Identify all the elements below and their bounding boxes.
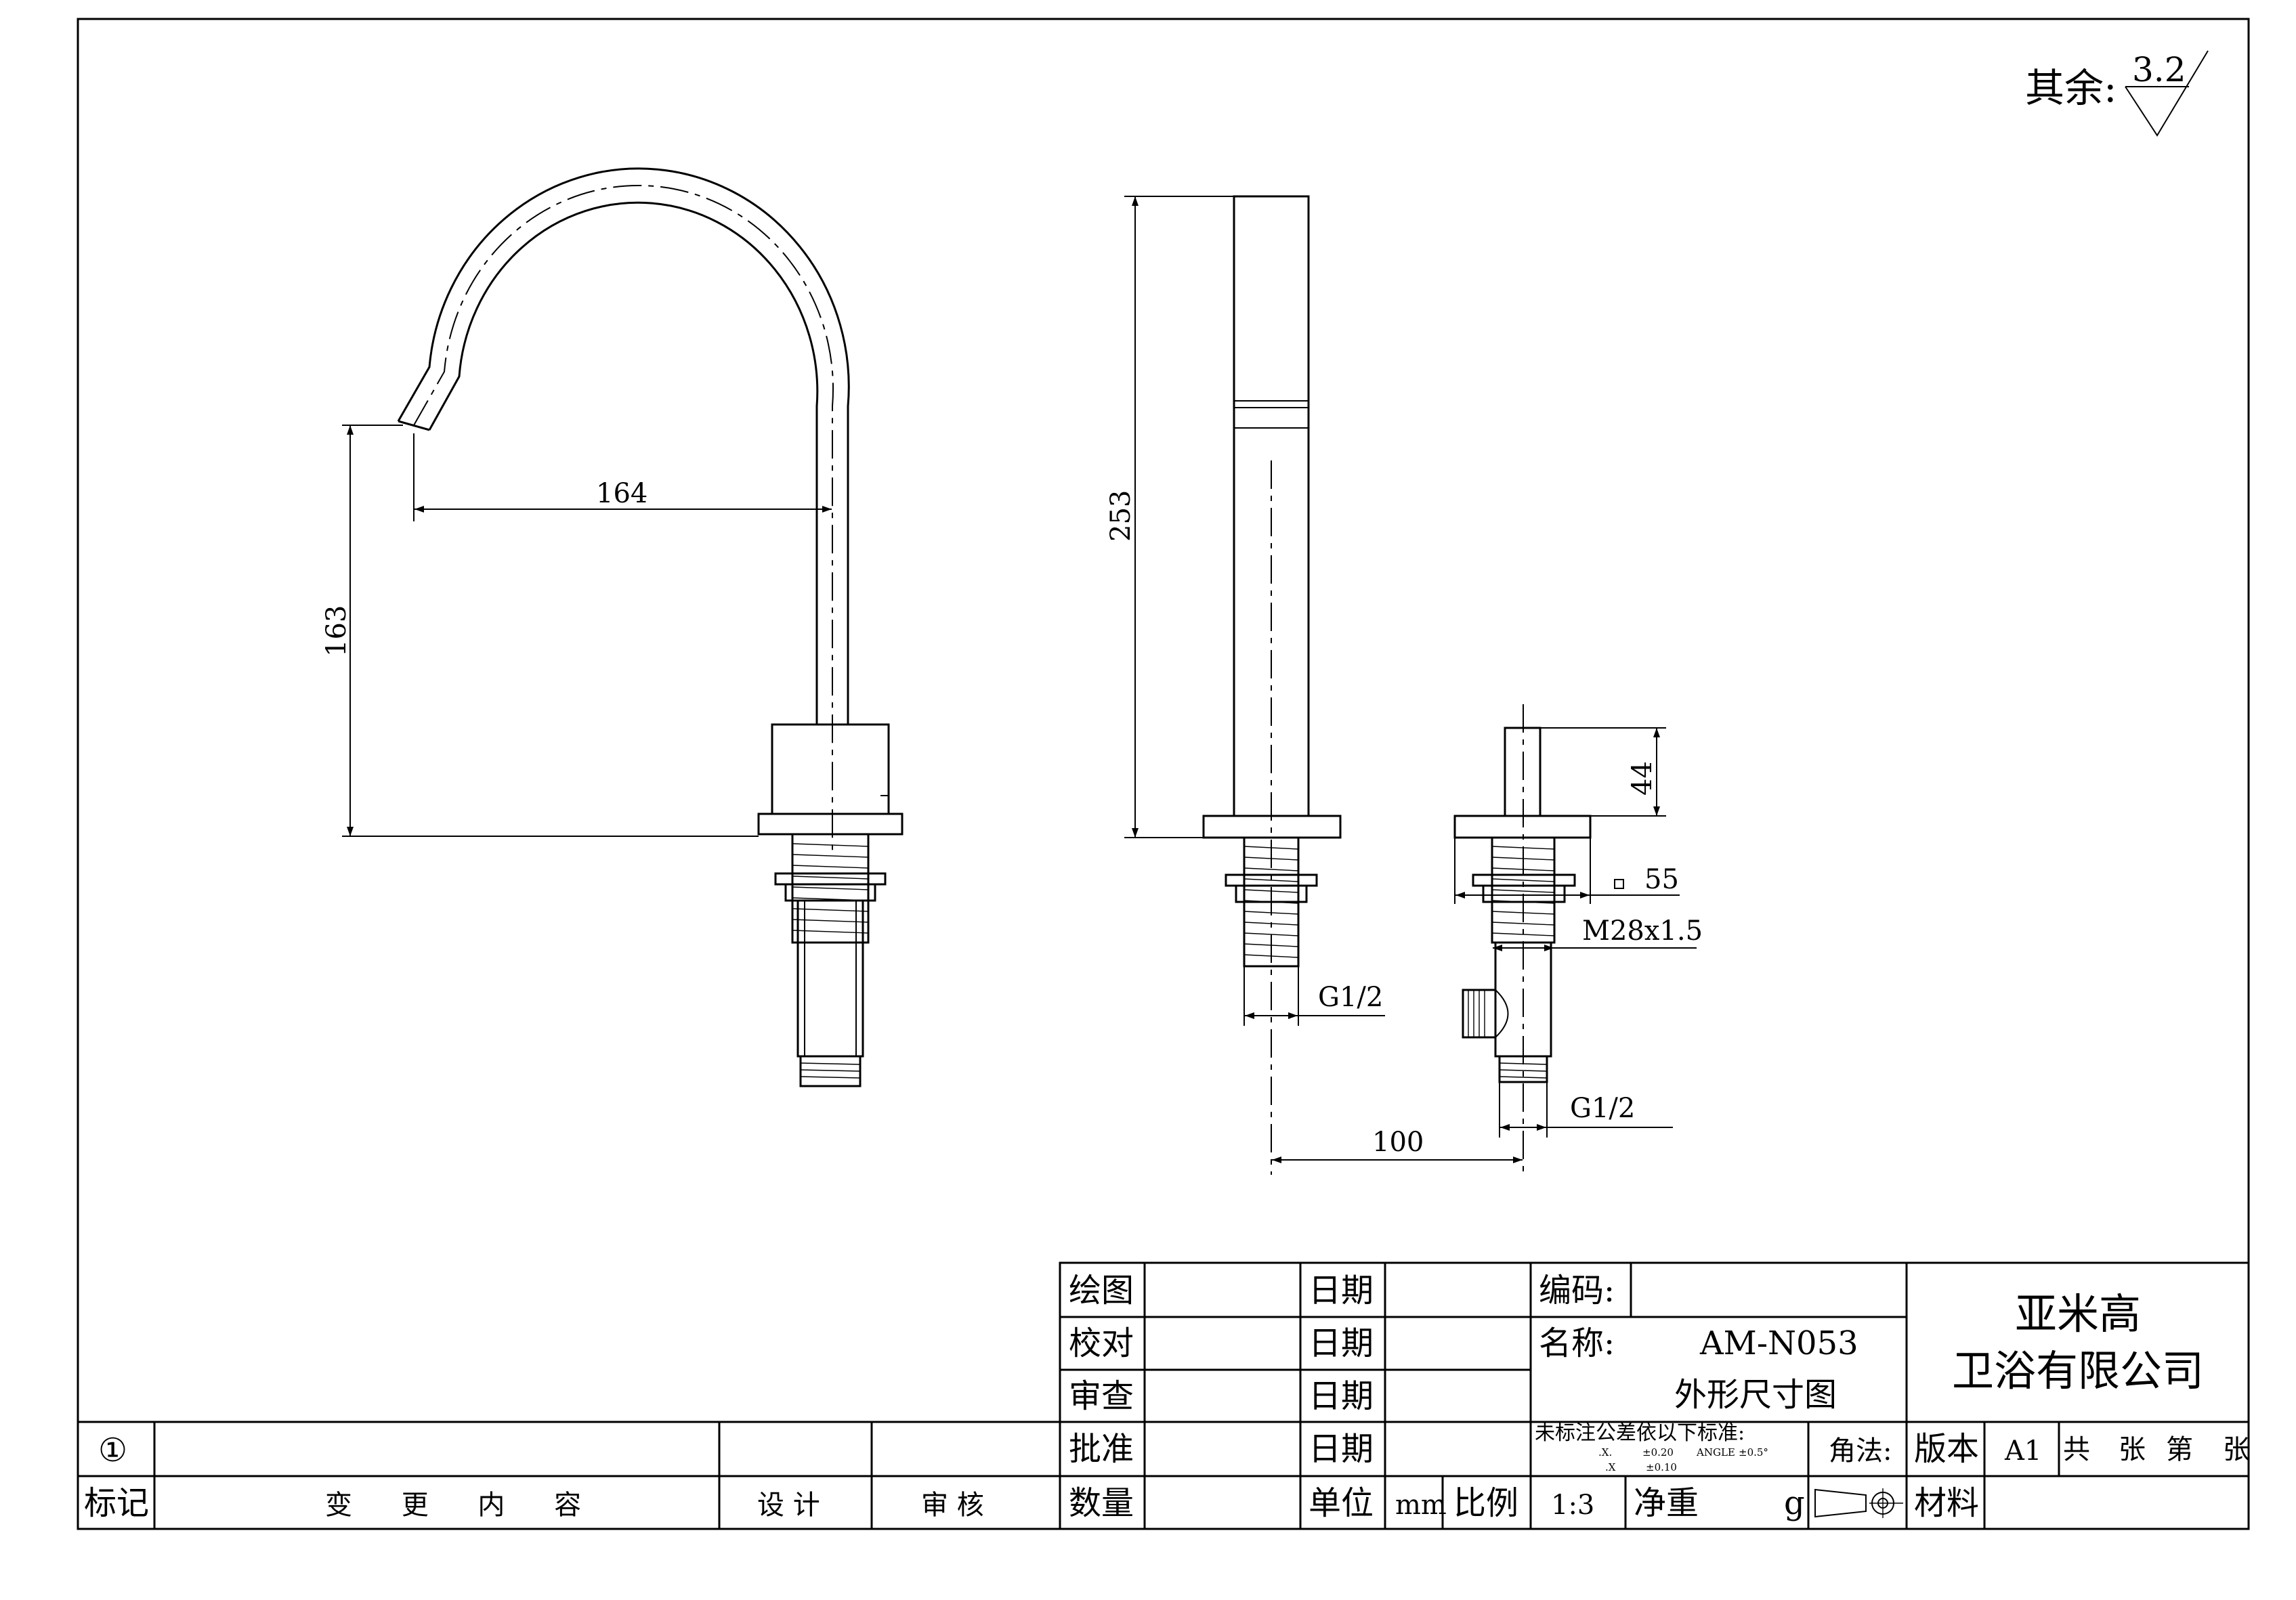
company-line2: 卫浴有限公司 [1952, 1346, 2204, 1396]
dim-handle-height: 253 [1105, 490, 1136, 542]
date-label-3: 日期 [1309, 1377, 1374, 1415]
date-label-2: 日期 [1309, 1324, 1374, 1362]
code-label: 编码: [1539, 1272, 1615, 1310]
audit-label: 审 核 [921, 1490, 984, 1521]
company-line1: 亚米高 [2015, 1289, 2141, 1339]
net-weight-unit: g [1784, 1484, 1805, 1522]
model-number: AM-N053 [1699, 1324, 1858, 1362]
check-label: 校对 [1069, 1324, 1134, 1362]
dim-center-distance: 100 [1372, 1127, 1424, 1158]
sheets-nth: 第 [2166, 1434, 2193, 1465]
dim-valve-square: 55 [1644, 864, 1679, 895]
dim-thread-valve: G1/2 [1570, 1093, 1635, 1124]
tolerance-x-value: ±0.20 [1642, 1446, 1674, 1458]
dim-valve-thread: M28x1.5 [1582, 915, 1703, 947]
tolerance-angle-value: ±0.5° [1739, 1446, 1768, 1458]
spout-faucet-view: 164 163 [321, 167, 903, 1087]
handle-view: 253 G1/2 [1105, 195, 1385, 1175]
sheets-word-1: 张 [2119, 1434, 2146, 1465]
drawing-frame [77, 18, 2250, 1530]
design-label: 设 计 [757, 1490, 820, 1521]
roughness-prefix: 其余: [2025, 65, 2117, 111]
change-content-label: 变 更 内 容 [325, 1490, 601, 1521]
sheets-word-2: 张 [2223, 1434, 2250, 1465]
date-label-4: 日期 [1309, 1430, 1374, 1468]
tolerance-xx: .X [1605, 1461, 1616, 1473]
name-label: 名称: [1539, 1324, 1615, 1362]
tolerance-xx-value: ±0.10 [1646, 1461, 1677, 1473]
sheets-total: 共 [2063, 1434, 2090, 1465]
projection-symbol [1814, 1488, 1903, 1518]
roughness-value: 3.2 [2132, 50, 2186, 89]
roughness-symbol: 其余: 3.2 [2025, 50, 2209, 137]
scale-label: 比例 [1453, 1484, 1518, 1522]
date-label-1: 日期 [1309, 1272, 1374, 1310]
dim-spout-height: 163 [321, 605, 352, 657]
tolerance-angle: ANGLE [1696, 1446, 1735, 1458]
unit-value: mm [1395, 1490, 1447, 1521]
valve-view: 44 55 M28x1.5 G1/2 100 [1272, 704, 1703, 1175]
tolerance-x: .X. [1598, 1446, 1612, 1458]
unit-label: 单位 [1309, 1484, 1374, 1522]
net-weight-label: 净重 [1634, 1484, 1699, 1522]
projection-label: 角法: [1829, 1435, 1892, 1467]
qty-label: 数量 [1069, 1484, 1134, 1522]
revision-marker: ① [98, 1431, 127, 1469]
drawing-title: 外形尺寸图 [1674, 1376, 1837, 1414]
mark-label: 标记 [84, 1484, 149, 1522]
title-block: 绘图 校对 审查 批准 数量 日期 日期 日期 日期 单位 mm 比例 编码: … [78, 1261, 2250, 1530]
review-label: 审查 [1069, 1377, 1134, 1415]
dim-spout-reach: 164 [596, 478, 647, 509]
tolerance-title: 未标注公差依以下标准: [1535, 1421, 1745, 1445]
drawn-label: 绘图 [1069, 1272, 1134, 1310]
approve-label: 批准 [1069, 1430, 1134, 1468]
version-label: 版本 [1914, 1430, 1979, 1468]
scale-value: 1:3 [1551, 1490, 1594, 1521]
dim-thread-handle: G1/2 [1318, 982, 1383, 1013]
material-label: 材料 [1914, 1484, 1979, 1522]
dim-valve-height: 44 [1627, 761, 1658, 796]
version-value: A1 [2004, 1435, 2041, 1467]
